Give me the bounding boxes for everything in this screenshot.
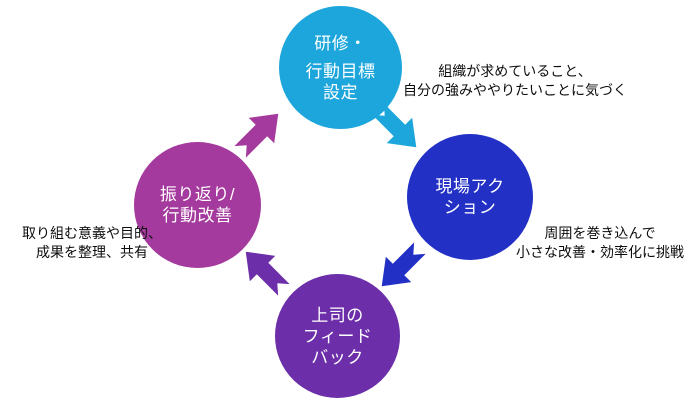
node-label-line: 現場アク — [435, 177, 505, 196]
node-onsite-action: 現場アク ション — [407, 134, 533, 260]
node-label-line: 行動目標 — [305, 61, 376, 81]
annotation-top-right: 組織が求めていること、 自分の強みややりたいことに気づく — [385, 62, 645, 100]
node-label-line: バック — [311, 347, 364, 367]
arrow-feedback-to-reflection-icon — [245, 251, 290, 296]
node-label-line: 行動改善 — [162, 206, 233, 225]
arrow-reflection-to-training-icon — [234, 113, 279, 158]
node-training-goal-setting: 研修・ 行動目標 設定 — [279, 6, 402, 129]
arrow-training-to-action-icon — [372, 103, 417, 148]
annotation-left: 取り組む意義や目的、 成果を整理、共有 — [2, 224, 182, 262]
node-reflection-improvement: 振り返り/ 行動改善 — [134, 142, 261, 268]
arrow-action-to-feedback-icon — [381, 242, 426, 287]
annotation-line: 小さな改善・効率化に挑戦 — [516, 244, 684, 260]
node-supervisor-feedback: 上司の フィード バック — [275, 274, 400, 398]
node-label-line: 研修・ — [314, 33, 367, 53]
node-label-line: 上司の — [311, 305, 364, 325]
node-label-line: 振り返り/ — [159, 185, 236, 204]
annotation-line: 成果を整理、共有 — [36, 244, 148, 260]
node-label-line: 設定 — [323, 82, 358, 102]
annotation-bottom-right: 周囲を巻き込んで 小さな改善・効率化に挑戦 — [475, 224, 700, 262]
node-label-line: ション — [443, 198, 497, 217]
annotation-line: 取り組む意義や目的、 — [22, 225, 162, 241]
annotation-line: 自分の強みややりたいことに気づく — [403, 82, 627, 98]
node-label-line: フィード — [302, 326, 373, 346]
annotation-line: 周囲を巻き込んで — [544, 225, 656, 241]
annotation-line: 組織が求めていること、 — [438, 63, 592, 79]
